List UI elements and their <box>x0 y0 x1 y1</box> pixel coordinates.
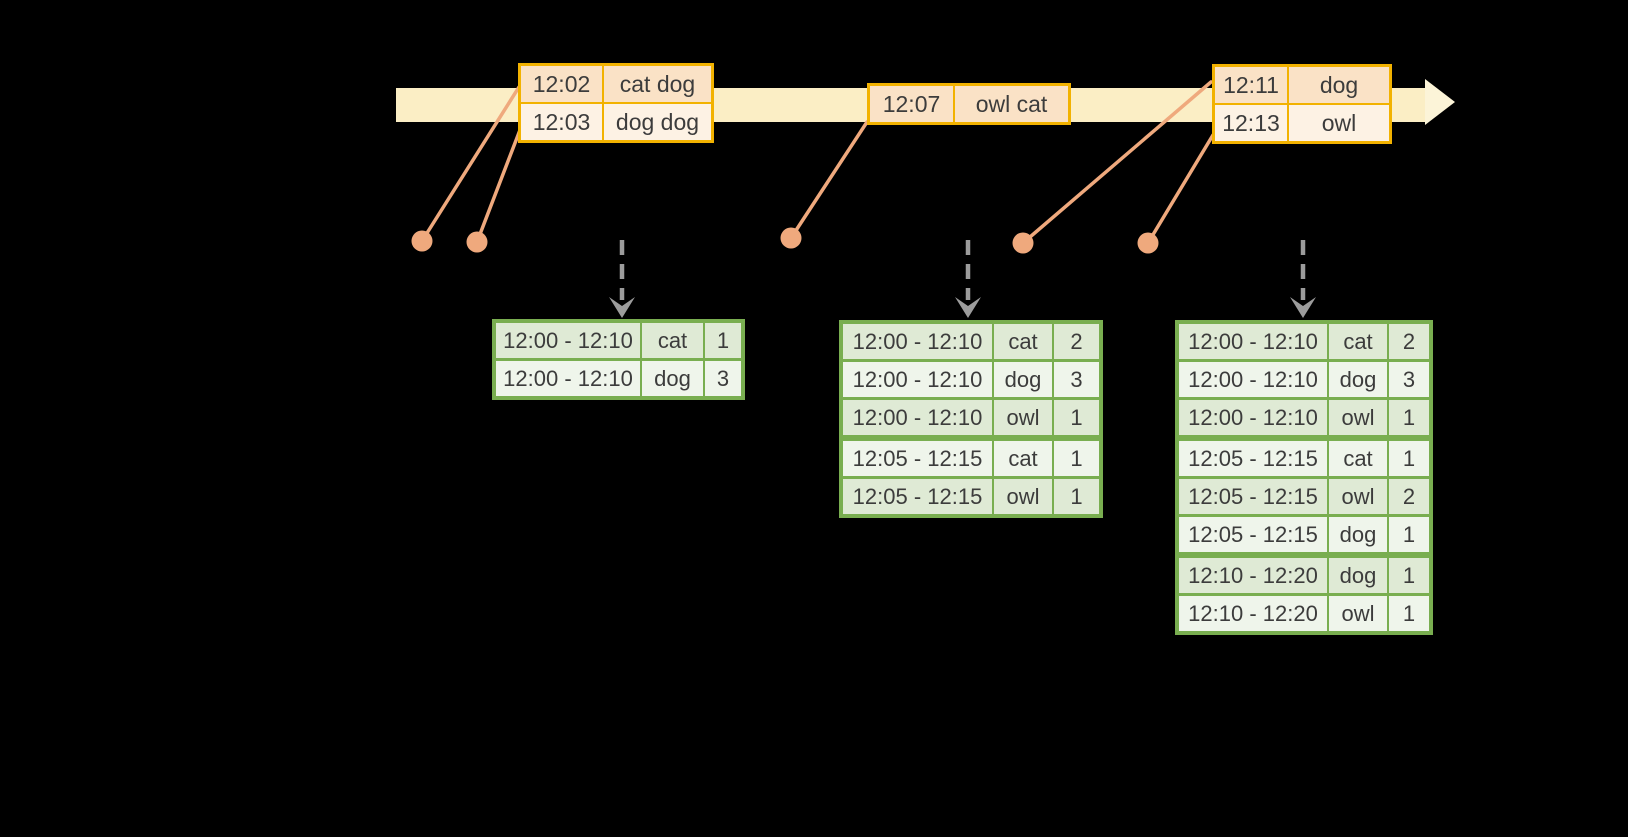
table-cell: owl <box>1329 596 1387 631</box>
event-connector-line <box>420 85 521 243</box>
table-cell: 12:07 <box>870 86 953 122</box>
table-cell: 12:05 - 12:15 <box>843 441 992 476</box>
table-cell: 12:03 <box>521 104 602 140</box>
table-cell: 1 <box>705 323 741 358</box>
table-cell: 1 <box>1389 441 1429 476</box>
table-cell: 12:00 - 12:10 <box>1179 324 1327 359</box>
table-cell: cat <box>994 324 1052 359</box>
table-cell: 1 <box>1389 558 1429 593</box>
table-cell: 12:00 - 12:10 <box>843 400 992 435</box>
trigger-arrowhead-icon <box>609 297 635 318</box>
table-cell: 12:05 - 12:15 <box>1179 517 1327 552</box>
table-cell: 3 <box>705 361 741 396</box>
trigger-arrowhead-icon <box>1290 297 1316 318</box>
table-cell: owl <box>994 400 1052 435</box>
table-cell: dog dog <box>604 104 711 140</box>
table-cell: owl <box>994 479 1052 514</box>
table-cell: owl <box>1329 479 1387 514</box>
table-cell: owl cat <box>955 86 1068 122</box>
table-cell: 12:05 - 12:15 <box>843 479 992 514</box>
table-cell: cat <box>642 323 703 358</box>
table-cell: 12:05 - 12:15 <box>1179 479 1327 514</box>
table-cell: 12:10 - 12:20 <box>1179 596 1327 631</box>
event-connector-line <box>475 128 522 244</box>
table-cell: dog <box>1329 558 1387 593</box>
table-cell: 12:00 - 12:10 <box>496 323 640 358</box>
table-cell: 12:13 <box>1215 105 1287 141</box>
event-time-dot <box>466 231 488 253</box>
event-time-dot <box>780 227 802 249</box>
timeline-arrowhead-icon <box>1425 79 1455 125</box>
table-cell: cat <box>994 441 1052 476</box>
table-cell: dog <box>1329 517 1387 552</box>
table-cell: 2 <box>1054 324 1099 359</box>
table-cell: 12:00 - 12:10 <box>843 362 992 397</box>
table-cell: cat <box>1329 441 1387 476</box>
table-cell: 1 <box>1389 596 1429 631</box>
table-cell: 1 <box>1389 400 1429 435</box>
table-cell: 3 <box>1054 362 1099 397</box>
table-cell: 12:00 - 12:10 <box>843 324 992 359</box>
event-time-dot <box>411 230 433 252</box>
table-cell: 12:10 - 12:20 <box>1179 558 1327 593</box>
table-cell: 12:00 - 12:10 <box>496 361 640 396</box>
table-cell: cat dog <box>604 66 711 102</box>
table-cell: dog <box>642 361 703 396</box>
event-time-dot <box>1137 232 1159 254</box>
table-cell: 12:00 - 12:10 <box>1179 362 1327 397</box>
event-connector-line <box>1021 80 1213 245</box>
table-cell: 2 <box>1389 324 1429 359</box>
table-cell: dog <box>1289 67 1389 103</box>
table-cell: cat <box>1329 324 1387 359</box>
table-cell: 3 <box>1389 362 1429 397</box>
table-cell: owl <box>1289 105 1389 141</box>
table-cell: dog <box>994 362 1052 397</box>
table-cell: 12:05 - 12:15 <box>1179 441 1327 476</box>
event-connector-line <box>1146 133 1215 245</box>
table-cell: 1 <box>1389 517 1429 552</box>
event-connector-line <box>789 120 869 240</box>
table-cell: 12:00 - 12:10 <box>1179 400 1327 435</box>
table-cell: dog <box>1329 362 1387 397</box>
table-cell: 12:02 <box>521 66 602 102</box>
table-cell: 2 <box>1389 479 1429 514</box>
table-cell: 1 <box>1054 479 1099 514</box>
table-cell: owl <box>1329 400 1387 435</box>
event-time-dot <box>1012 232 1034 254</box>
table-cell: 1 <box>1054 441 1099 476</box>
table-cell: 12:11 <box>1215 67 1287 103</box>
table-cell: 1 <box>1054 400 1099 435</box>
trigger-arrowhead-icon <box>955 297 981 318</box>
